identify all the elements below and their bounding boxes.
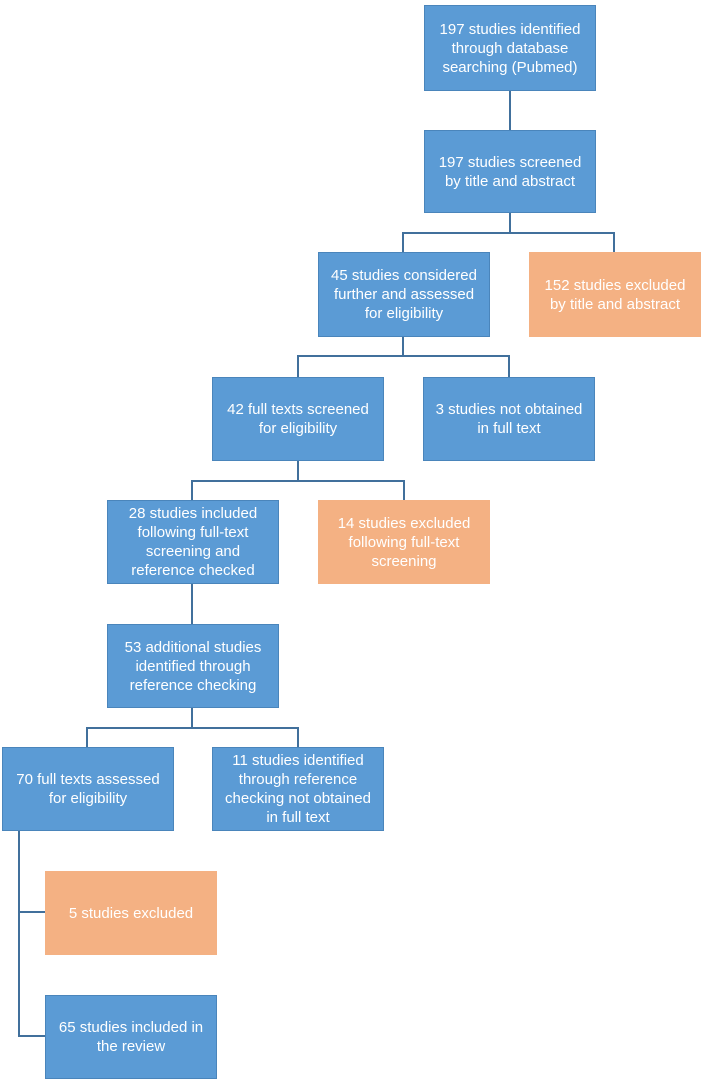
box-considered-further: 45 studies considered further and assess… bbox=[318, 252, 490, 337]
box-additional-reference-checking: 53 additional studies identified through… bbox=[107, 624, 279, 708]
box-excluded-after-full-text: 14 studies excluded following full-text … bbox=[318, 500, 490, 584]
box-full-texts-assessed: 70 full texts assessed for eligibility bbox=[2, 747, 174, 831]
box-screened-title-abstract: 197 studies screened by title and abstra… bbox=[424, 130, 596, 213]
box-included-review: 65 studies included in the review bbox=[45, 995, 217, 1079]
box-excluded-title-abstract: 152 studies excluded by title and abstra… bbox=[529, 252, 701, 337]
box-identified-pubmed: 197 studies identified through database … bbox=[424, 5, 596, 91]
box-reference-not-obtained: 11 studies identified through reference … bbox=[212, 747, 384, 831]
box-not-obtained-full-text: 3 studies not obtained in full text bbox=[423, 377, 595, 461]
box-excluded-final: 5 studies excluded bbox=[45, 871, 217, 955]
box-full-texts-screened: 42 full texts screened for eligibility bbox=[212, 377, 384, 461]
box-included-after-full-text: 28 studies included following full-text … bbox=[107, 500, 279, 584]
